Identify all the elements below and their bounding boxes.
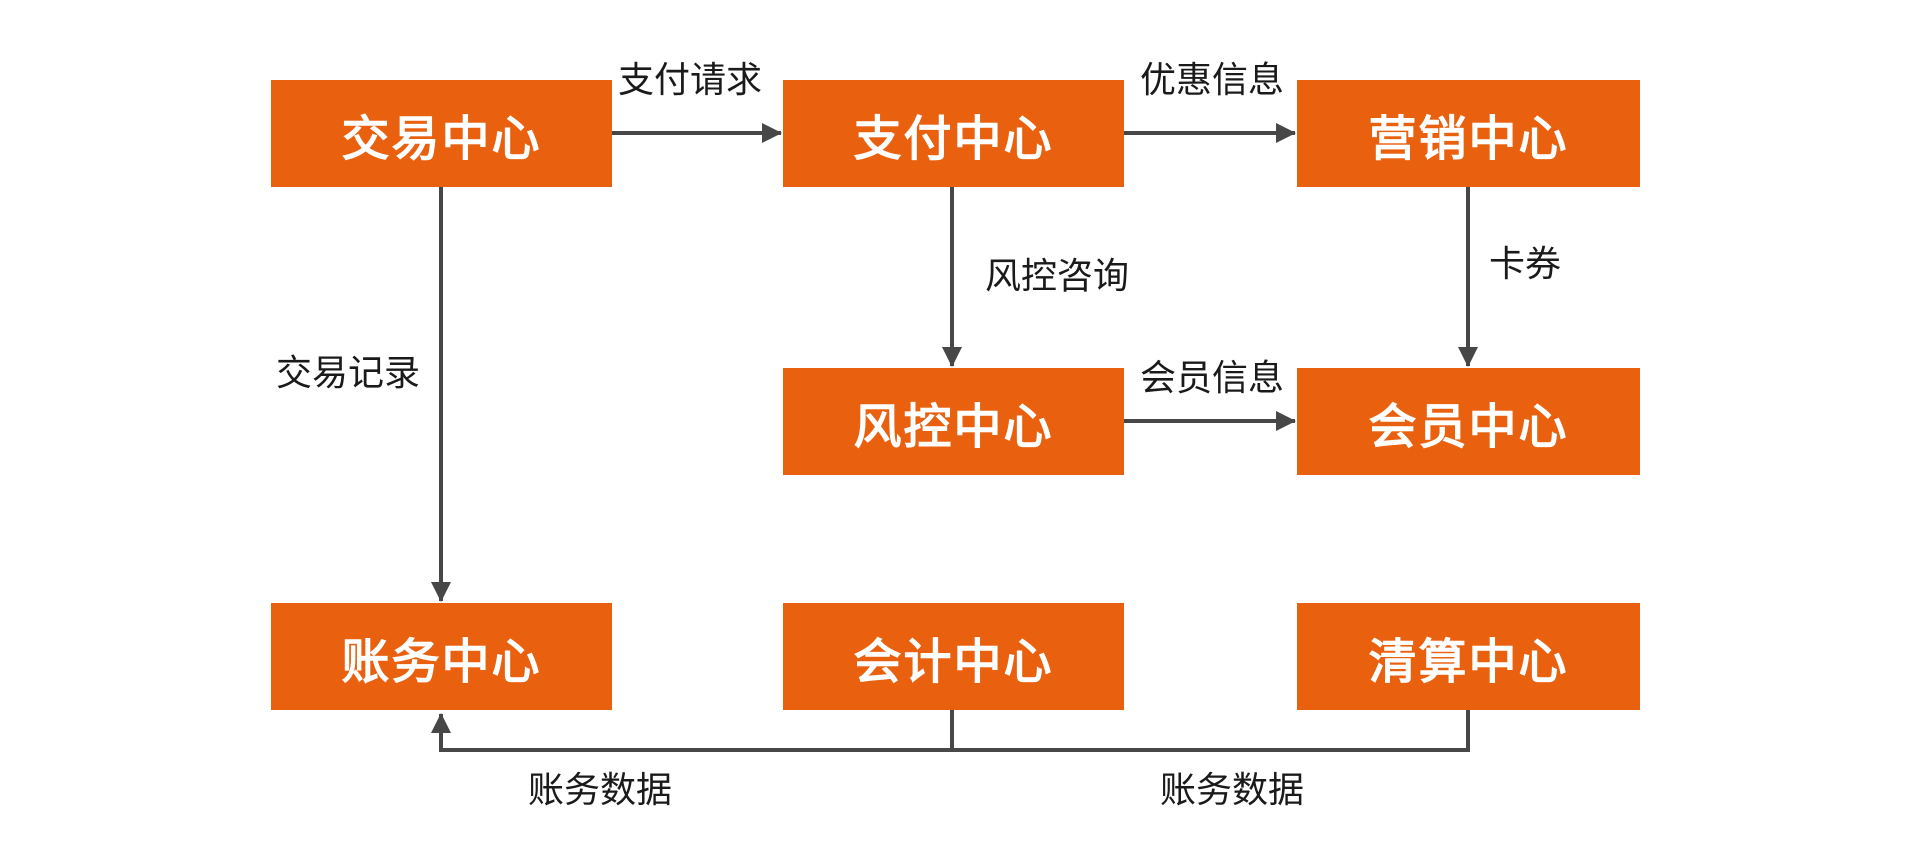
flow-node-payment-center: 支付中心 xyxy=(783,80,1124,187)
flow-node-clearing-center: 清算中心 xyxy=(1297,603,1640,710)
flow-node-member-center: 会员中心 xyxy=(1297,368,1640,475)
flow-edge-billing-data-accounting xyxy=(431,708,954,752)
edge-label-payment-request: 支付请求 xyxy=(617,59,763,101)
edge-label-promo-info: 优惠信息 xyxy=(1139,59,1285,101)
edge-label-billing-data-accounting: 账务数据 xyxy=(527,769,673,811)
edge-label-coupon: 卡券 xyxy=(1488,243,1562,285)
edge-label-trade-record: 交易记录 xyxy=(275,352,421,394)
flow-node-risk-center: 风控中心 xyxy=(783,368,1124,475)
flow-node-marketing-center: 营销中心 xyxy=(1297,80,1640,187)
edge-label-risk-consult: 风控咨询 xyxy=(984,255,1130,297)
flow-node-trade-center: 交易中心 xyxy=(271,80,612,187)
flow-node-billing-center: 账务中心 xyxy=(271,603,612,710)
flow-edge-billing-data-clearing xyxy=(950,708,1470,752)
edge-label-member-info: 会员信息 xyxy=(1139,357,1285,399)
edge-label-billing-data-clearing: 账务数据 xyxy=(1159,769,1305,811)
flow-node-accounting-center: 会计中心 xyxy=(783,603,1124,710)
